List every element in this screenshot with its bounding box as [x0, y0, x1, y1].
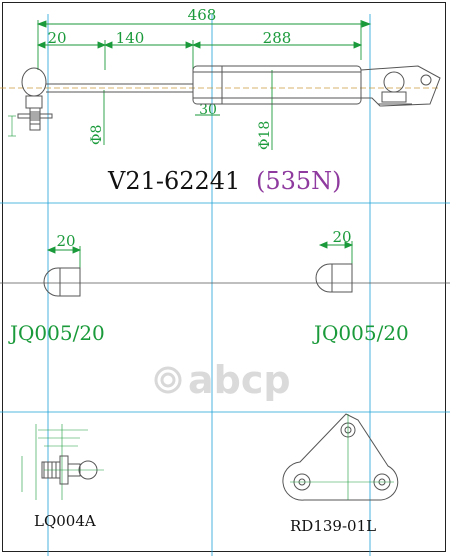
ball-stud-code: LQ004A — [34, 512, 96, 530]
left-fitting-code: JQ005/20 — [8, 321, 105, 345]
right-socket-fitting: 20 JQ005/20 — [312, 228, 409, 345]
drawing-frame — [2, 2, 446, 552]
watermark-text: abcp — [188, 358, 291, 402]
part-number: V21-62241 — [107, 167, 240, 195]
dim-overall-length: 468 — [188, 6, 217, 24]
gas-spring-outline — [17, 65, 441, 131]
dim-end-fitting: 20 — [47, 29, 66, 47]
part-force: (535N) — [256, 167, 342, 195]
dimension-lines — [36, 20, 372, 150]
right-fitting-dimension: 20 — [332, 228, 351, 246]
ball-stud-fitting: LQ004A — [21, 424, 104, 530]
bracket-fitting: RD139-01L — [282, 413, 399, 535]
dim-rod-diameter: Φ8 — [89, 125, 105, 145]
dim-stroke: 140 — [116, 29, 145, 47]
dim-body-length: 288 — [263, 29, 292, 47]
small-dimension-left — [8, 115, 16, 137]
abcp-watermark: abcp — [154, 358, 291, 402]
dim-piston-offset: 30 — [199, 102, 217, 118]
right-fitting-code: JQ005/20 — [312, 321, 409, 345]
dim-tube-diameter: Φ18 — [257, 121, 273, 150]
left-fitting-dimension: 20 — [56, 232, 75, 250]
left-socket-fitting: 20 JQ005/20 — [8, 232, 105, 345]
bracket-code: RD139-01L — [290, 517, 376, 535]
